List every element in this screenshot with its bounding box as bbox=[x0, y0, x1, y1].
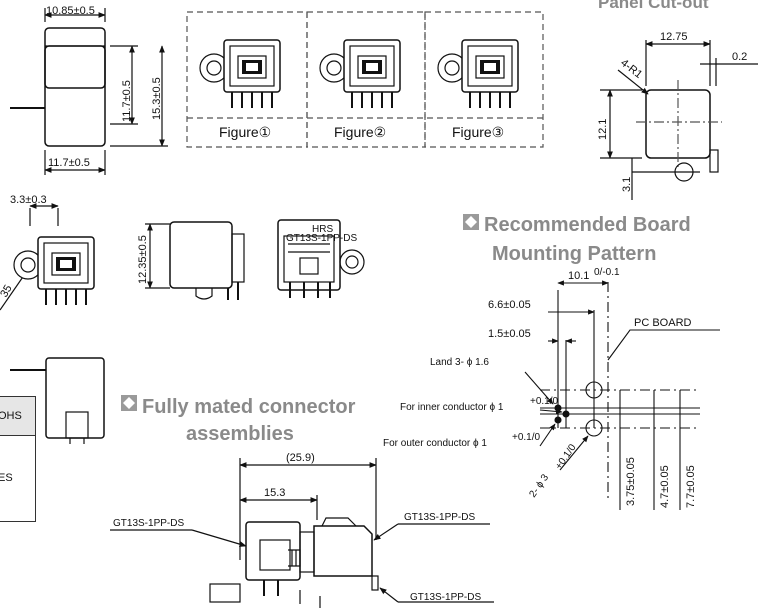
mated-heading-2: assemblies bbox=[186, 423, 294, 445]
body-depth-dim: 11.7±0.5 bbox=[48, 157, 90, 169]
inner-conductor-label: For inner conductor ϕ 1 bbox=[400, 402, 504, 413]
cutout-offset-dim: 3.1 bbox=[621, 177, 633, 192]
body-height-inner-dim: 11.7±0.5 bbox=[121, 80, 133, 122]
cutout-width-dim: 12.75 bbox=[660, 31, 688, 43]
figure-3-label: Figure③ bbox=[452, 124, 504, 140]
angle-dim: 35 bbox=[0, 283, 15, 300]
panel-cutout-drawing bbox=[600, 40, 758, 200]
cutout-gap-dim: 0.2 bbox=[732, 51, 747, 63]
figure-1-label: Figure① bbox=[219, 124, 271, 140]
body-height-outer-dim: 15.3±0.5 bbox=[151, 77, 163, 120]
side-profile bbox=[145, 221, 245, 300]
spec-table-row-1: OHS bbox=[0, 397, 35, 436]
figure2-connector bbox=[319, 39, 401, 109]
board-pattern-heading-1: Recommended Board bbox=[484, 214, 691, 236]
mated-label-bottom: GT13S-1PP-DS bbox=[410, 592, 481, 603]
board-heading-icon bbox=[463, 214, 479, 230]
spec-table-cell-2: ES bbox=[0, 472, 13, 484]
lower-left-view bbox=[10, 357, 105, 444]
board-top-tol: 0/-0.1 bbox=[594, 267, 620, 278]
body-views bbox=[10, 8, 168, 175]
board-top-dim: 10.1 bbox=[568, 270, 589, 282]
board-pattern-heading-2: Mounting Pattern bbox=[492, 243, 656, 265]
spec-table-fragment: OHS ES bbox=[0, 396, 36, 522]
cutout-height-dim: 12.1 bbox=[597, 119, 609, 140]
side-height-dim: 12.35±0.5 bbox=[137, 235, 149, 284]
board-pattern-drawing bbox=[524, 280, 720, 510]
outer-conductor-tol: +0.1/0 bbox=[512, 432, 541, 443]
mated-partial-dim: 15.3 bbox=[264, 487, 285, 499]
figure-boxes bbox=[186, 11, 544, 148]
spec-table-cell-1: OHS bbox=[0, 410, 22, 422]
board-v2-dim: 4.7±0.05 bbox=[659, 465, 671, 508]
figure3-connector bbox=[437, 39, 519, 109]
figure-2-label: Figure② bbox=[334, 124, 386, 140]
mated-label-right: GT13S-1PP-DS bbox=[404, 512, 475, 523]
spec-table-row-2: ES bbox=[0, 436, 35, 520]
rear-part-marking: GT13S-1PP-DS bbox=[286, 233, 357, 244]
outer-conductor-label: For outer conductor ϕ 1 bbox=[383, 438, 487, 449]
pc-board-label: PC BOARD bbox=[634, 317, 692, 329]
mated-heading-icon bbox=[121, 395, 137, 411]
mated-assembly-drawing bbox=[110, 458, 494, 608]
cutout-radius-dim: 4-R1 bbox=[618, 57, 644, 81]
figure1-connector bbox=[199, 39, 281, 109]
board-d2-dim: 1.5±0.05 bbox=[488, 328, 531, 340]
mated-label-left: GT13S-1PP-DS bbox=[113, 518, 184, 529]
inner-conductor-tol: +0.1/0 bbox=[530, 396, 559, 407]
board-v3-dim: 7.7±0.05 bbox=[685, 465, 697, 508]
mounting-holes-label: 2- ϕ 3 bbox=[527, 472, 551, 500]
rear-view bbox=[277, 219, 365, 298]
panel-cutout-heading: Panel Cut-out bbox=[598, 0, 709, 12]
rear-brand-marking: HRS bbox=[312, 224, 333, 235]
body-width-dim: 10.85±0.5 bbox=[46, 5, 95, 17]
mated-total-dim: (25.9) bbox=[286, 452, 315, 464]
side-connector bbox=[13, 236, 95, 306]
flange-dim: 3.3±0.3 bbox=[10, 194, 47, 206]
mounting-holes-tol: +0.1/0 bbox=[553, 442, 578, 472]
mated-heading-1: Fully mated connector bbox=[142, 396, 356, 418]
land-label: Land 3- ϕ 1.6 bbox=[430, 357, 489, 368]
board-v1-dim: 3.75±0.05 bbox=[625, 457, 637, 506]
board-d1-dim: 6.6±0.05 bbox=[488, 299, 531, 311]
